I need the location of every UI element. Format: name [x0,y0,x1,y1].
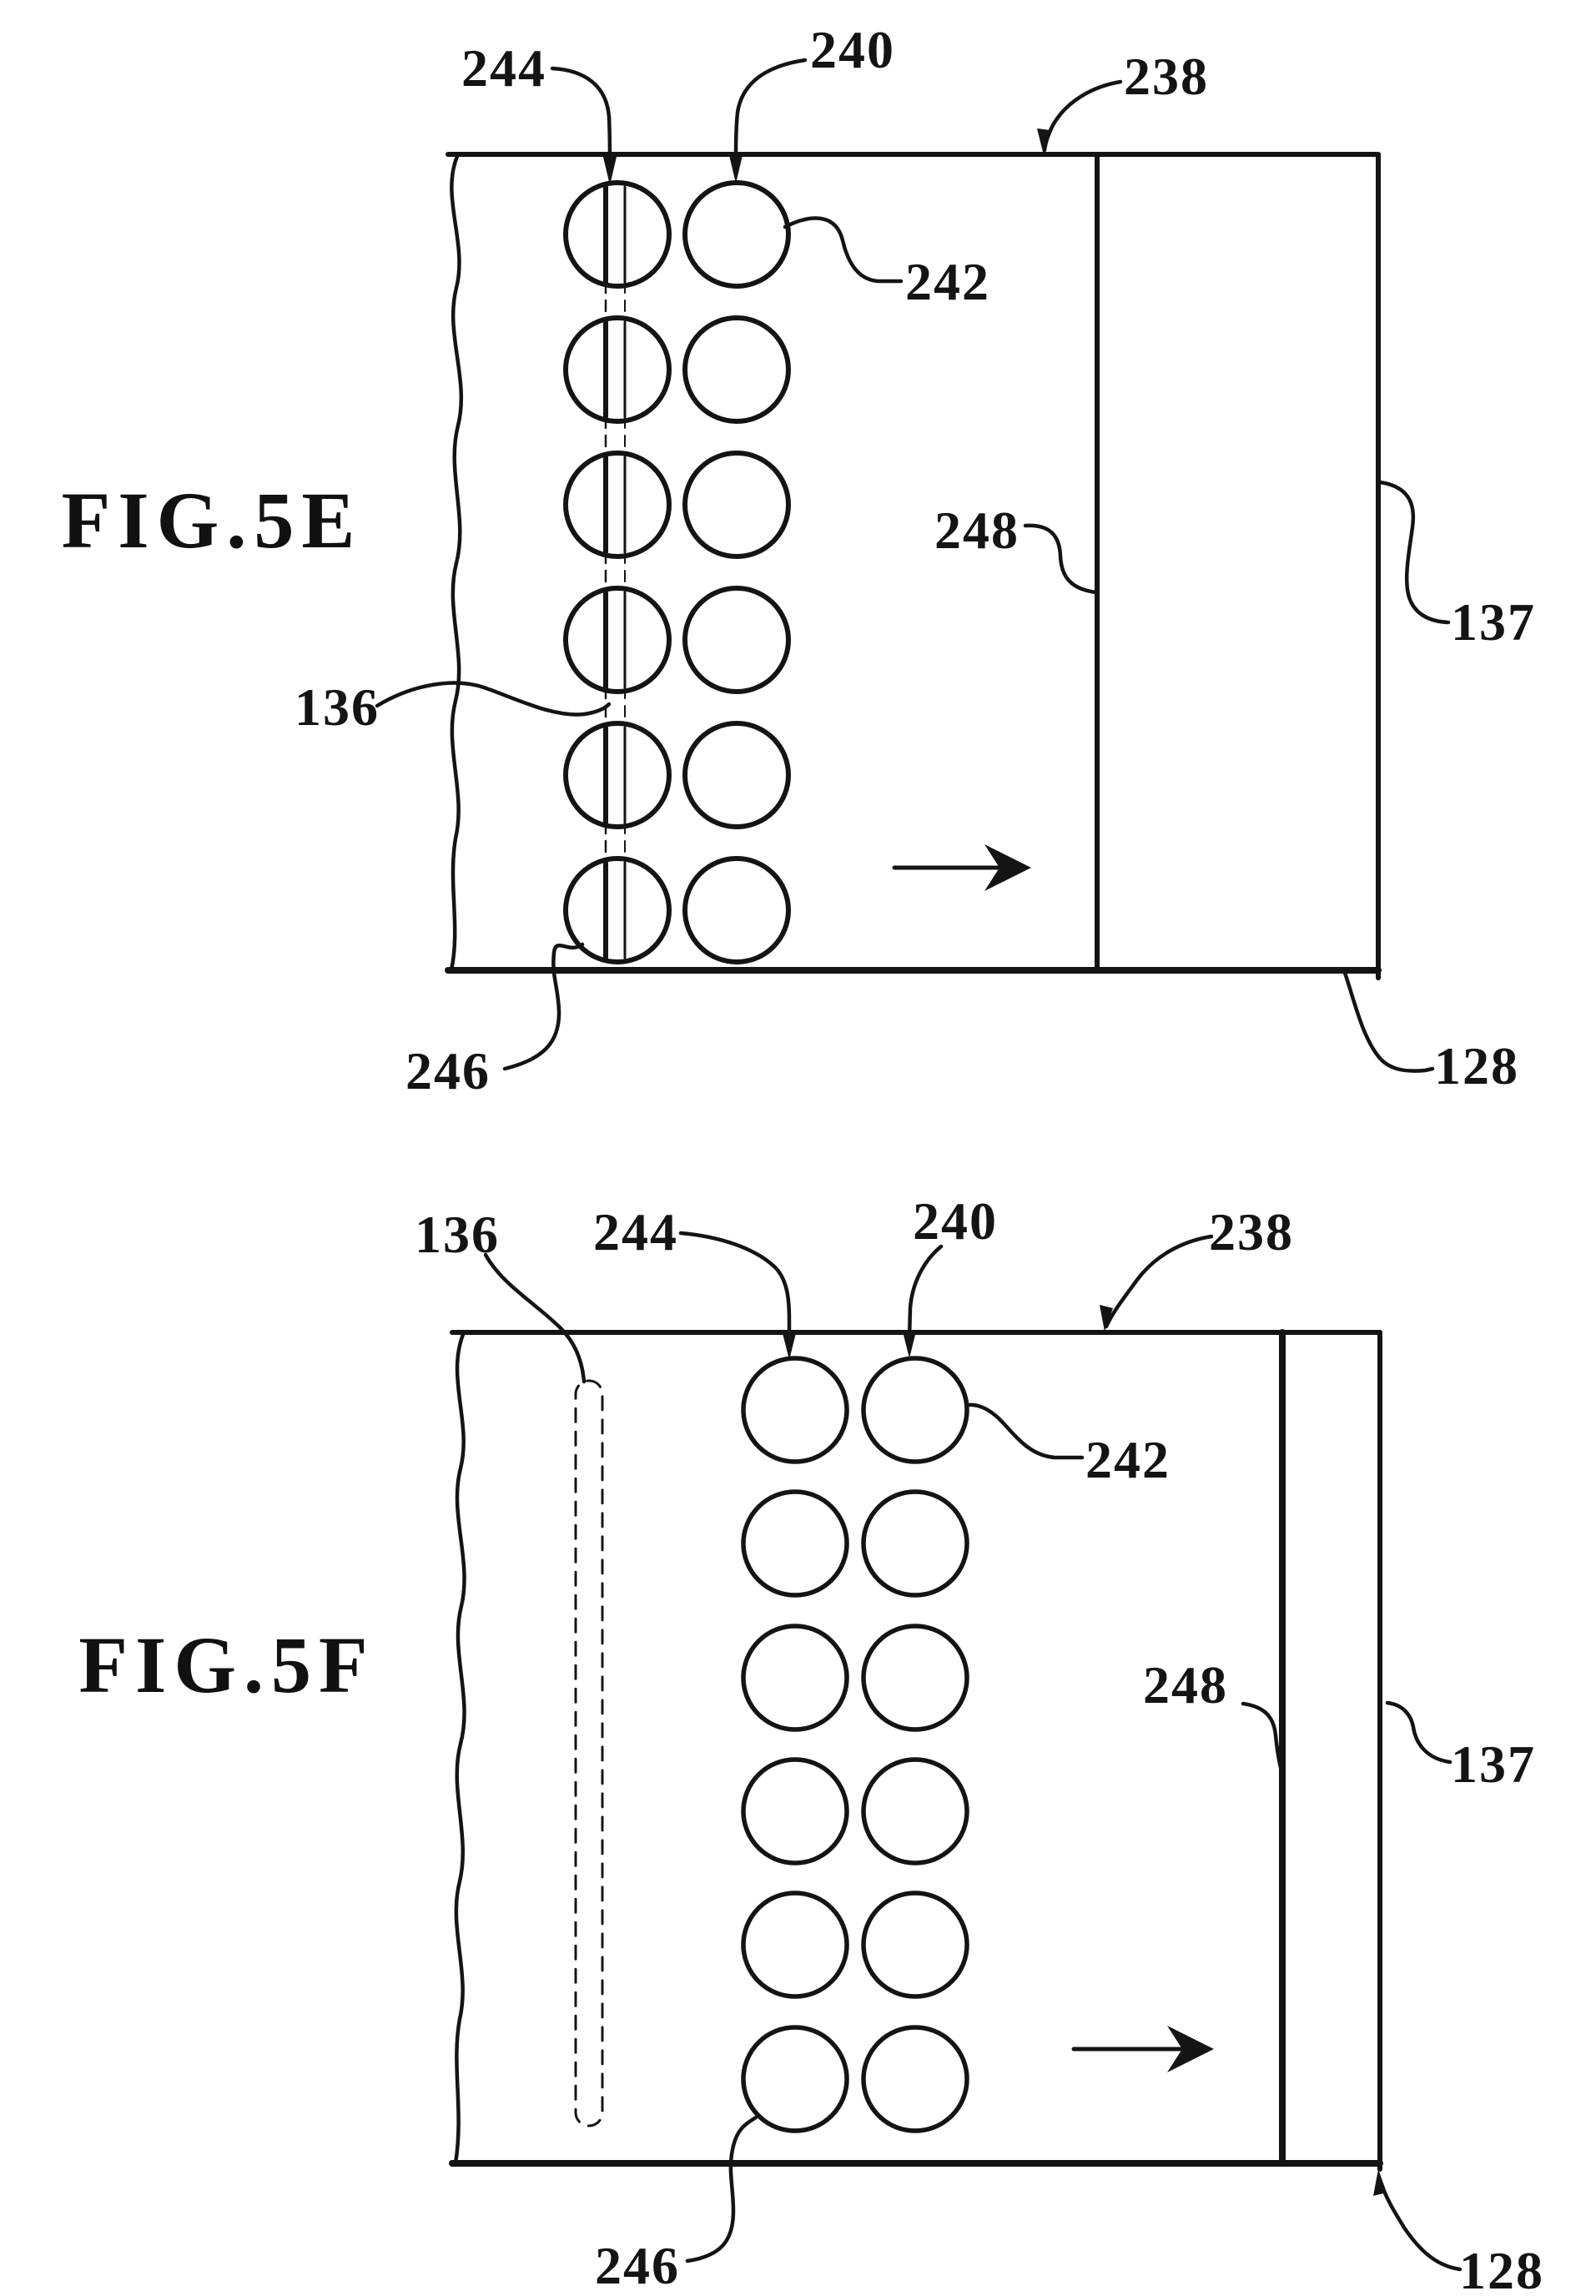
leader-246 [685,2115,758,2263]
leader-246 [502,942,585,1071]
hole-circle [861,1624,969,1732]
hole-circle [563,856,672,964]
fig5f-drawing [449,1231,1463,2272]
hole-circle [741,1624,849,1732]
ref-label-242: 242 [1085,1430,1171,1489]
hole-circle [741,1757,849,1866]
leader-248 [1023,523,1099,595]
ref-label-238: 238 [1124,47,1209,106]
fig5e-arrowheads [603,128,1050,185]
fig5f-title: FIG.5F [78,1620,375,1709]
leader-244 [678,1231,792,1342]
leader-238 [1104,1234,1214,1329]
hole-circle [682,721,791,829]
hole-circle [563,315,672,424]
fig5e-leaders [375,58,1451,1073]
hole-circle [861,1356,969,1464]
torn-edge [453,1330,466,2166]
leader-128 [1379,2182,1463,2272]
leader-242 [965,1402,1085,1460]
leader-137 [1385,1700,1453,1765]
fig5f-arrowheads [783,1305,1387,2196]
leader-136 [483,1252,587,1384]
ref-label-136: 136 [415,1205,500,1264]
leader-240 [907,1244,944,1341]
flow-arrowhead [1167,2026,1214,2072]
hole-circle [861,1757,969,1866]
arrowhead-128 [1373,2169,1387,2196]
ref-label-240: 240 [913,1191,998,1251]
hole-grid [741,1356,969,2133]
flow-arrow [1071,2026,1214,2072]
hole-grid [563,180,791,964]
slot-solid-segments [603,184,627,960]
leader-242 [783,216,904,284]
arrowhead-244 [603,157,617,185]
torn-edge [449,152,464,973]
flow-arrow [892,844,1031,891]
slot-dashed-segments [604,280,626,864]
hole-circle [861,2025,969,2133]
hole-circle [682,856,791,964]
leader-128 [1342,970,1435,1073]
hole-circle [741,1356,849,1464]
hole-circle [741,1489,849,1598]
fig5e-title: FIG.5E [61,476,363,565]
arrowhead-238 [1100,1305,1113,1332]
arrowhead-240 [903,1332,916,1358]
hole-circle [741,2025,849,2133]
leader-244 [550,66,612,169]
ref-label-128: 128 [1434,1036,1519,1095]
hole-circle [563,721,672,829]
fig5e-drawing [375,58,1451,1073]
ref-label-244: 244 [593,1202,678,1261]
ref-label-242: 242 [905,252,990,311]
ref-label-246: 246 [405,1041,491,1100]
hole-circle [682,586,791,694]
leader-137 [1377,480,1451,625]
leader-136 [375,681,612,717]
ref-label-137: 137 [1451,1735,1536,1794]
fig5f-leaders [483,1231,1463,2272]
ref-label-240: 240 [810,20,895,79]
ref-label-248: 248 [1143,1655,1228,1714]
hole-circle [682,315,791,424]
hole-circle [563,586,672,694]
ref-label-248: 248 [934,501,1020,560]
hole-circle [861,1891,969,1999]
arrowhead-240 [729,155,743,184]
leader-238 [1042,79,1123,153]
hole-circle [861,1489,969,1598]
ref-label-238: 238 [1209,1202,1294,1261]
ref-label-136: 136 [295,677,380,737]
hole-circle [682,180,791,289]
ref-label-137: 137 [1451,592,1536,652]
ref-label-246: 246 [595,2236,680,2295]
ref-label-128: 128 [1459,2241,1544,2296]
ref-label-244: 244 [461,38,546,98]
leader-240 [733,58,808,168]
hole-circle [741,1891,849,1999]
slot-dashed-outline [574,1379,604,2127]
flow-arrowhead [984,844,1031,891]
hole-circle [563,180,672,289]
hole-circle [682,451,791,559]
leader-248 [1241,1701,1284,1773]
arrowhead-244 [783,1333,796,1360]
arrowhead-238 [1037,128,1050,155]
hole-circle [563,451,672,559]
